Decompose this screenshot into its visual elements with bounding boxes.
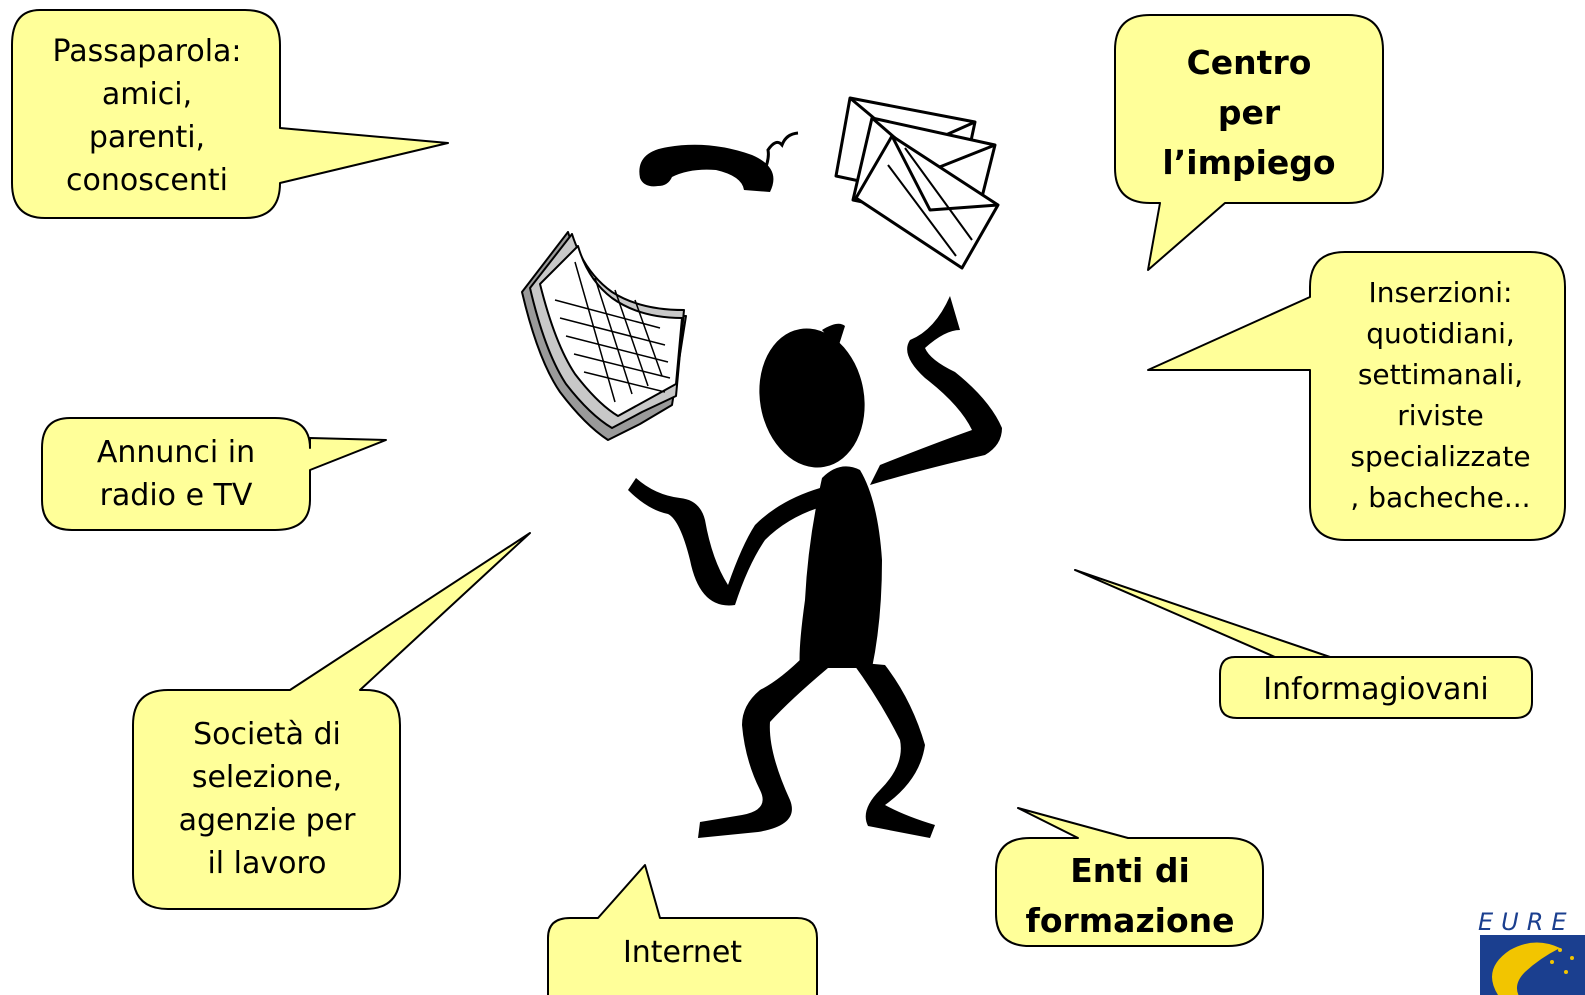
label-line: formazione [1025, 901, 1235, 940]
bubble-centro [1114, 14, 1384, 271]
informagiovani-label: Informagiovani [1225, 663, 1527, 715]
bubble-informagiovani [1074, 569, 1533, 719]
label-line: conoscenti [66, 163, 228, 198]
eures-logo-icon [1480, 935, 1585, 995]
label-line: l’impiego [1162, 143, 1336, 182]
label-line: parenti, [88, 120, 206, 155]
label-line: quotidiani, [1366, 317, 1515, 350]
label-line: Inserzioni: [1368, 276, 1513, 309]
eures-logo-text: EURE [1478, 908, 1575, 936]
label-line: il lavoro [207, 846, 327, 881]
label-line: amici, [101, 77, 193, 112]
bubble-inserzioni [1147, 251, 1566, 541]
label-line: agenzie per [178, 803, 356, 838]
label-line: Internet [622, 934, 743, 970]
annunci-label: Annunci in radio e TV [46, 428, 306, 520]
bubble-passaparola [11, 9, 449, 219]
passaparola-label: Passaparola: amici, parenti, conoscenti [22, 26, 272, 206]
label-line: Società di [193, 717, 341, 752]
bubble-societa [132, 532, 531, 910]
label-line: Annunci in [96, 435, 256, 470]
bubble-enti [995, 807, 1264, 947]
label-line: Informagiovani [1263, 671, 1489, 707]
societa-selezione-label: Società di selezione, agenzie per il lavoro [138, 706, 396, 892]
label-line: riviste [1397, 399, 1484, 432]
label-line: settimanali, [1357, 358, 1524, 391]
juggling-figure [628, 296, 1002, 838]
centro-impiego-label: Centro per l’impiego [1120, 33, 1378, 193]
label-line: radio e TV [99, 478, 253, 513]
label-line: Centro [1186, 43, 1312, 82]
telephone-handset-icon [639, 131, 799, 192]
inserzioni-label: Inserzioni: quotidiani, settimanali, rivist… [1318, 270, 1563, 520]
label-line: Enti di [1070, 851, 1190, 890]
label-line: selezione, [191, 760, 343, 795]
label-line: Passaparola: [52, 34, 242, 69]
enti-formazione-label: Enti di formazione [1000, 848, 1260, 944]
bubble-internet [547, 864, 818, 995]
internet-label: Internet [550, 926, 815, 978]
label-line: , bacheche... [1350, 481, 1531, 514]
bubble-annunci [41, 417, 387, 531]
label-line: specializzate [1350, 440, 1531, 473]
label-line: per [1217, 93, 1281, 132]
envelopes-icon [834, 96, 1000, 270]
newspaper-icon [521, 231, 687, 441]
